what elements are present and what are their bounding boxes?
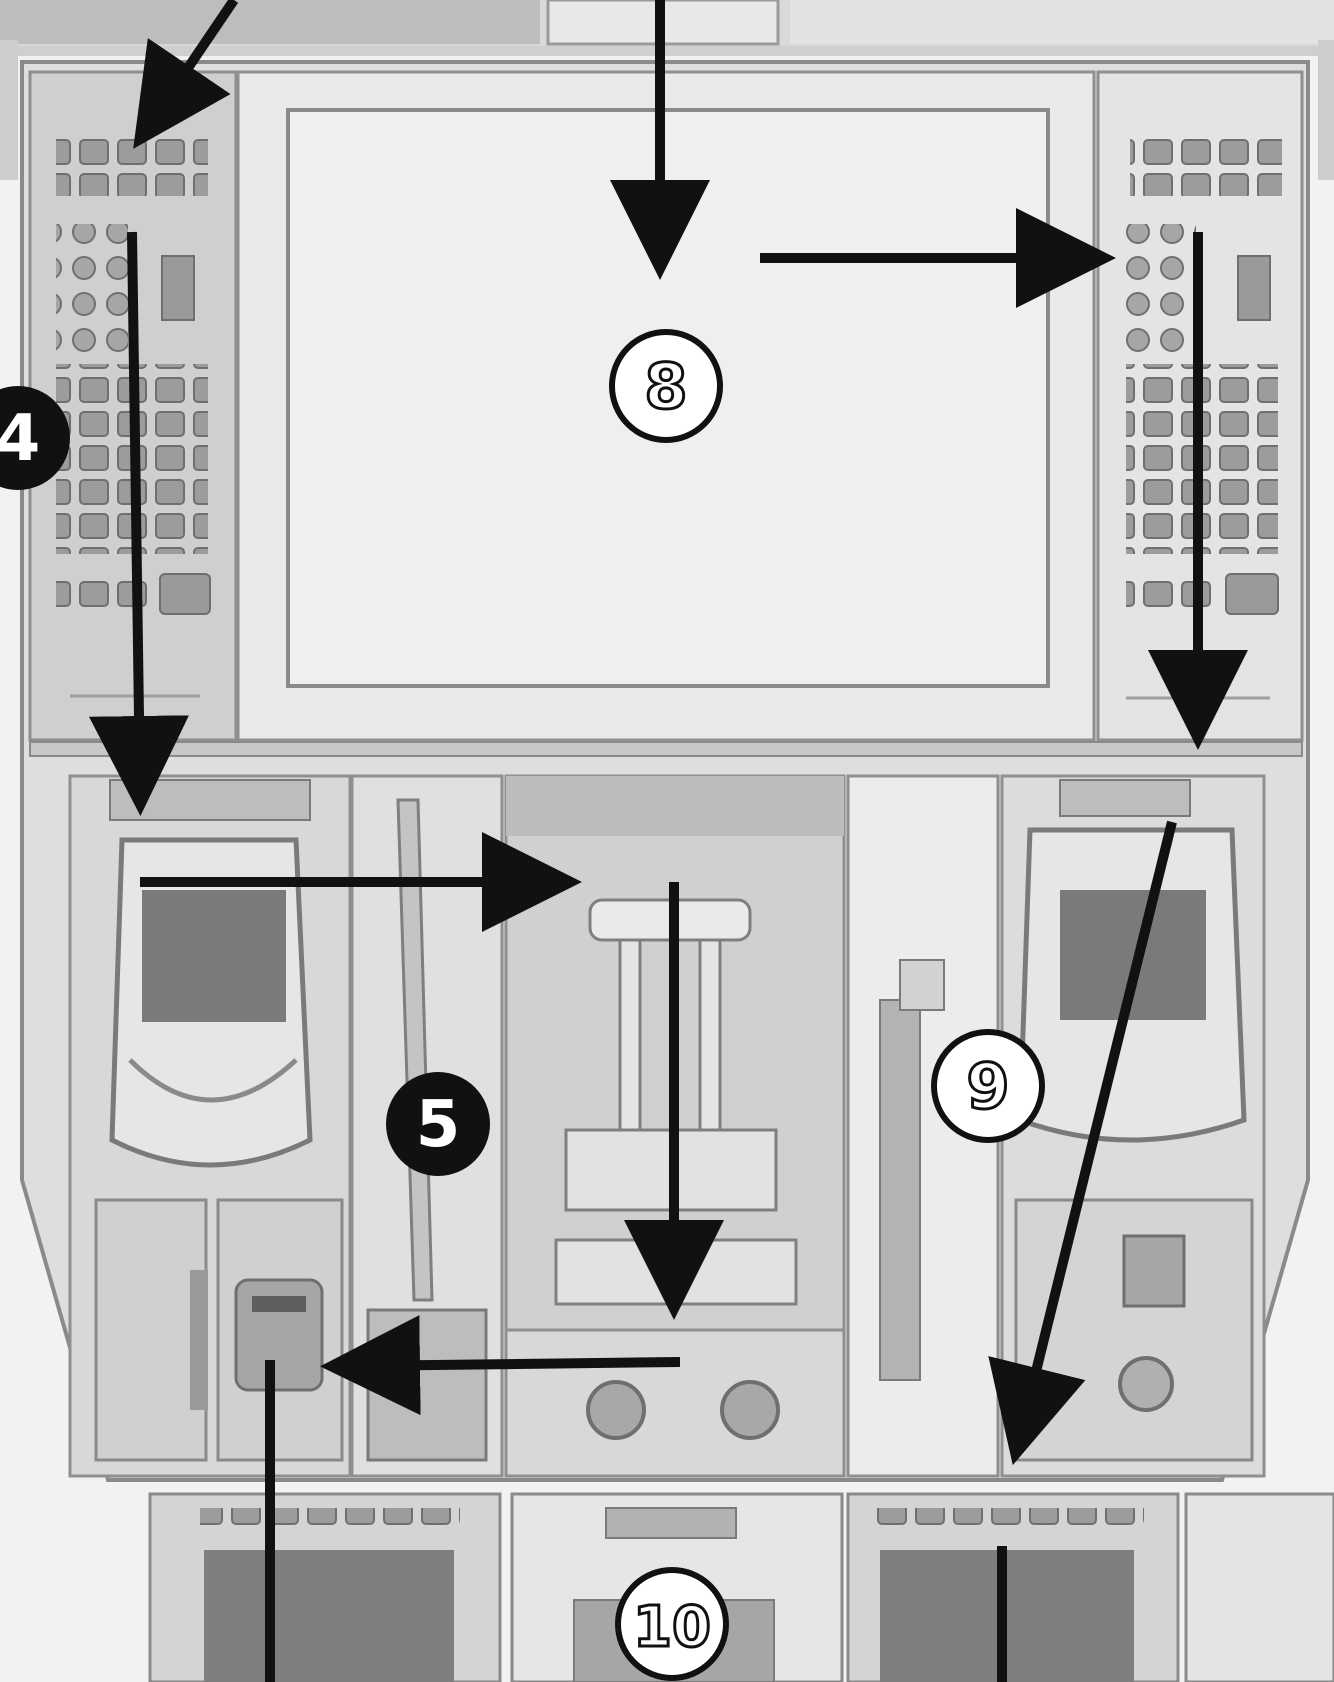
arrow-icon [88,231,189,816]
top-strip [0,0,1334,180]
arrow-icon [320,1315,681,1416]
arrow-icon [133,0,239,149]
console-separator [29,741,1303,757]
callout-9: 9 [931,1029,1045,1143]
callout-4: 4 [0,386,70,490]
callout-9-label: 9 [966,1050,1009,1123]
callout-8-label: 8 [644,350,687,423]
right-lower-section [846,774,1266,1478]
callout-5: 5 [386,1072,490,1176]
callout-5-label: 5 [416,1088,461,1162]
arrow-icon [988,820,1177,1466]
callout-10-label: 10 [633,1595,711,1660]
callout-8: 8 [609,329,723,443]
bottom-panels [148,1492,1334,1682]
callout-4-label: 4 [0,402,40,476]
flow-arrows [88,0,1248,1682]
callout-10: 10 [615,1567,729,1681]
left-lower-section [68,774,352,1478]
